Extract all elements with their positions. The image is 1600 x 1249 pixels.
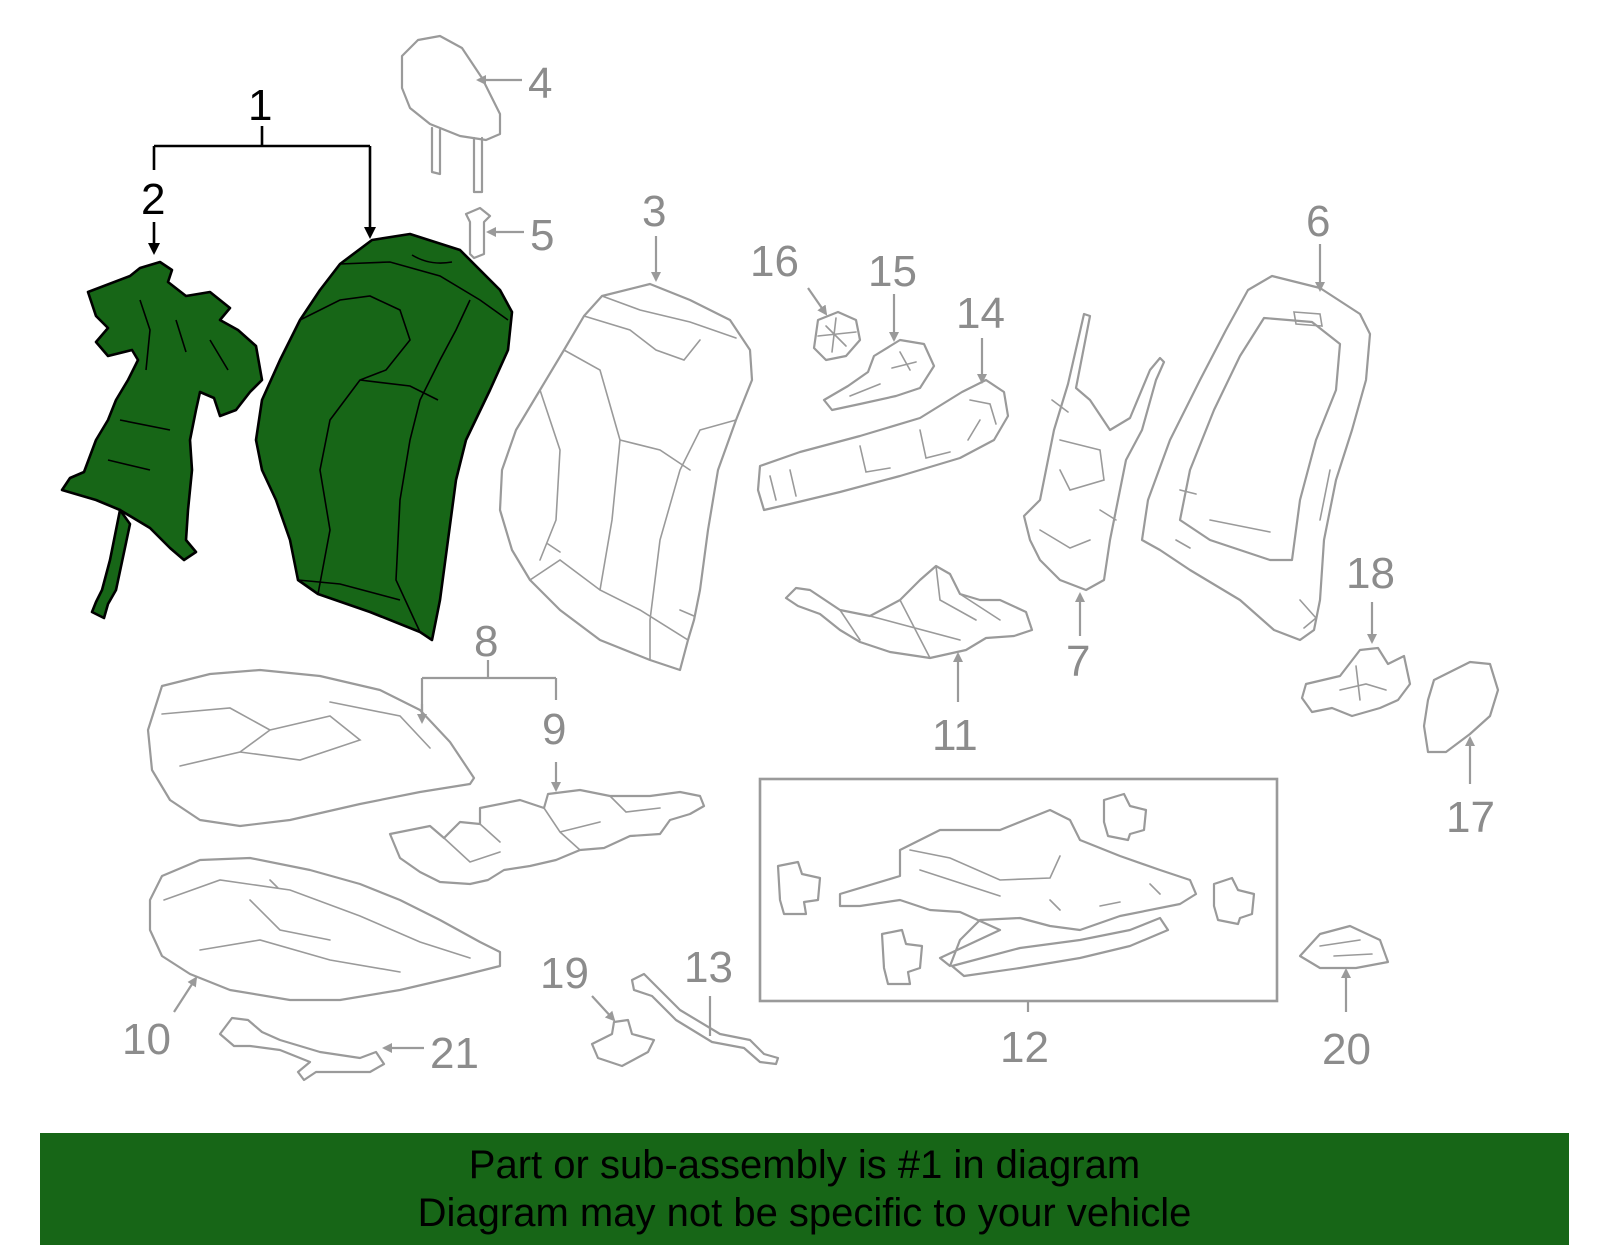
part-6-seat-back-frame <box>1140 274 1372 642</box>
callout-8: 8 <box>474 617 498 666</box>
part-18-bracket <box>1300 646 1412 718</box>
callout-6: 6 <box>1306 197 1330 246</box>
part-10-cushion-pad <box>148 856 502 1002</box>
part-3-seat-back-pad <box>498 282 754 672</box>
callout-7: 7 <box>1066 637 1090 686</box>
part-12-seat-track-box <box>758 777 1279 1003</box>
callout-1: 1 <box>248 81 272 130</box>
part-21-wire-harness <box>218 1016 386 1082</box>
part-19-nut <box>590 1018 656 1068</box>
part-7-recliner-adjuster <box>1022 312 1166 592</box>
callout-13: 13 <box>684 943 733 992</box>
part-13-wire <box>630 972 780 1066</box>
callout-2: 2 <box>141 175 165 224</box>
callout-10: 10 <box>122 1015 171 1064</box>
banner-line-2: Diagram may not be specific to your vehi… <box>417 1191 1192 1235</box>
info-banner: Part or sub-assembly is #1 in diagram Di… <box>40 1133 1569 1245</box>
part-4-headrest <box>400 34 502 194</box>
callout-15: 15 <box>868 247 917 296</box>
part-15-recliner-cover <box>822 338 936 412</box>
callout-3: 3 <box>642 187 666 236</box>
banner-line-1: Part or sub-assembly is #1 in diagram <box>468 1143 1141 1187</box>
callout-19: 19 <box>540 949 589 998</box>
part-11-lumbar-wire <box>784 564 1034 660</box>
callout-12: 12 <box>1000 1023 1049 1072</box>
part-1-seat-back-cover <box>254 232 514 642</box>
part-16-cap <box>812 310 862 362</box>
callout-14: 14 <box>956 289 1005 338</box>
callout-11: 11 <box>932 711 978 760</box>
part-17-side-cover <box>1422 660 1500 754</box>
callout-5: 5 <box>530 211 554 260</box>
part-5-headrest-guide <box>464 206 492 260</box>
callout-4: 4 <box>528 59 552 108</box>
callout-17: 17 <box>1446 793 1495 842</box>
part-20-clip <box>1298 924 1390 970</box>
callout-21: 21 <box>430 1029 479 1078</box>
part-14-side-shield <box>756 378 1010 512</box>
part-9-cushion-heater <box>388 788 706 886</box>
callout-numbers: 1 2 3 4 5 6 7 8 9 10 11 12 13 14 15 16 1… <box>122 59 1495 1078</box>
part-8-cushion-cover <box>146 668 476 828</box>
callout-16: 16 <box>750 237 799 286</box>
part-2-seat-back-heater-mat <box>60 260 264 620</box>
callout-9: 9 <box>542 705 566 754</box>
callout-18: 18 <box>1346 549 1395 598</box>
callout-20: 20 <box>1322 1025 1371 1074</box>
leader-lines <box>148 75 1475 1053</box>
